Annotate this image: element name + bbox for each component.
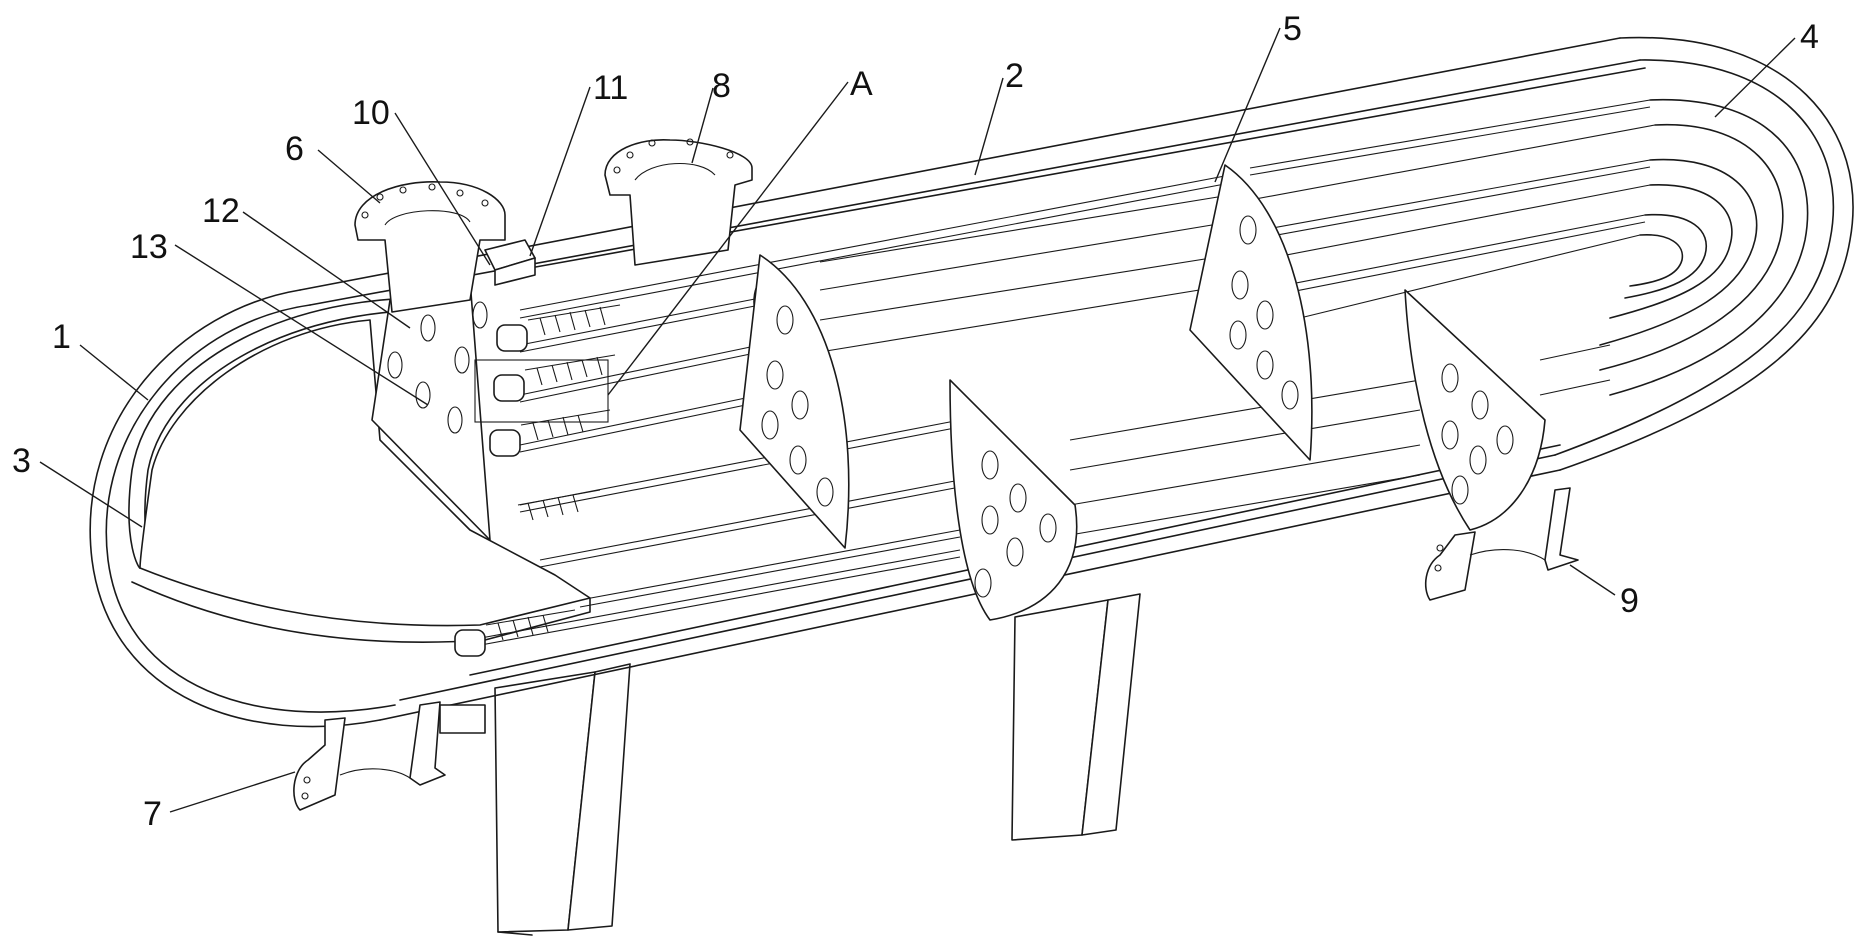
cleaning-assembly-5 (454, 609, 576, 657)
leader-1 (79, 344, 149, 401)
callout-10: 10 (352, 94, 390, 132)
leader-2 (974, 77, 1004, 176)
leader-9 (1569, 564, 1616, 596)
callout-6: 6 (285, 130, 304, 168)
callout-3: 3 (12, 442, 31, 480)
leader-lines (39, 27, 1796, 813)
callout-1: 1 (52, 318, 71, 356)
cleaning-assembly-1 (496, 304, 621, 352)
leader-a (607, 81, 849, 396)
baffle-plate-3 (949, 379, 1078, 621)
cleaning-assembly-4 (517, 489, 601, 521)
tube-outlet-nozzle-7 (293, 701, 446, 811)
baffle-plate-4 (1404, 289, 1546, 531)
leader-10 (394, 112, 491, 266)
head-partition (131, 319, 591, 643)
callout-labels: 1 2 3 4 5 6 7 8 9 10 11 12 13 A (12, 10, 1819, 833)
callout-5: 5 (1283, 10, 1302, 48)
leader-4 (1714, 37, 1796, 118)
callout-2: 2 (1005, 57, 1024, 95)
callout-12: 12 (202, 192, 240, 230)
baffle-plate-2 (1189, 164, 1313, 461)
u-tube-bundle-end (1249, 36, 1854, 471)
leader-3 (39, 461, 143, 528)
leader-13 (174, 244, 429, 406)
leader-7 (169, 771, 296, 813)
drive-mechanism-10 (484, 239, 536, 286)
baffle-plate-1 (739, 254, 850, 549)
callout-9: 9 (1620, 582, 1639, 620)
leader-8 (691, 87, 714, 164)
cleaning-assemblies (454, 304, 621, 657)
shell-outlet-nozzle-9 (1424, 487, 1579, 601)
support-leg-left (494, 663, 631, 936)
callout-11: 11 (593, 69, 628, 107)
callout-8: 8 (712, 67, 731, 105)
cleaning-assembly-3 (489, 409, 611, 457)
callout-a: A (850, 65, 873, 103)
outlet-mount-bracket (439, 704, 486, 734)
support-leg-right (1011, 593, 1141, 841)
leader-12 (242, 211, 411, 329)
leader-5 (1214, 27, 1281, 183)
shell-inlet-nozzle-8 (604, 138, 753, 266)
leader-6 (317, 149, 381, 204)
leader-11 (529, 86, 591, 257)
callout-13: 13 (130, 228, 168, 266)
callout-4: 4 (1800, 18, 1819, 56)
cleaning-assembly-2 (493, 354, 616, 402)
detail-view-a-frame (474, 359, 609, 423)
callout-7: 7 (143, 795, 162, 833)
